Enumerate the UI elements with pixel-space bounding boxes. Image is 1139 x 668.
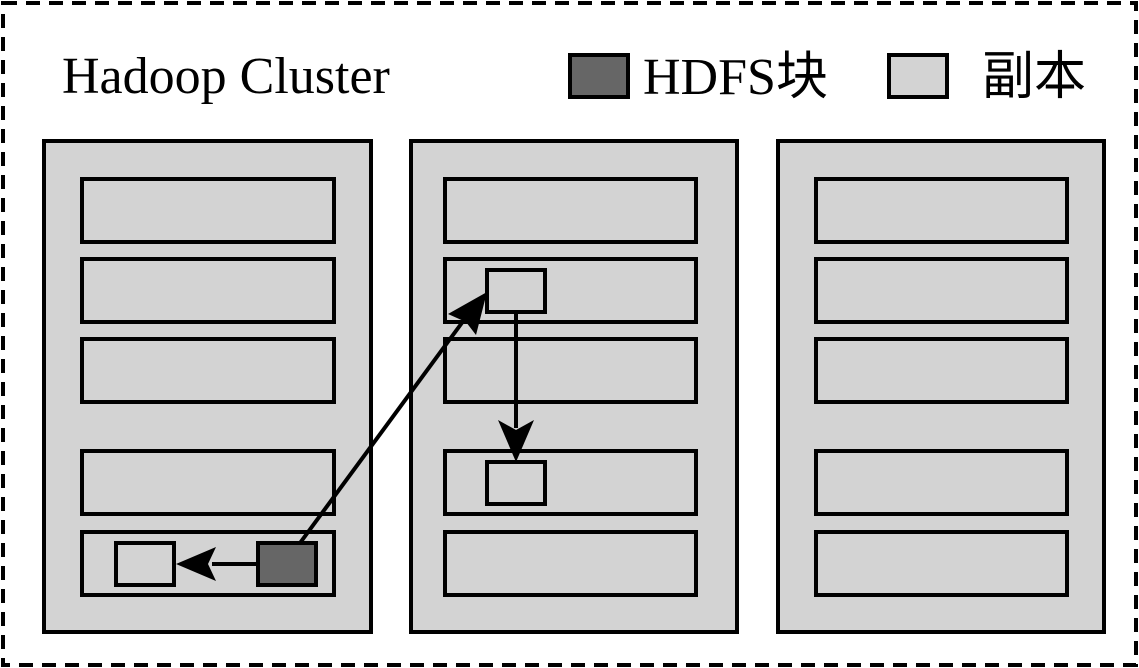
rack-2-node-2 (443, 257, 698, 324)
arrow-block-to-rack-2-replica (298, 318, 466, 545)
rack-2-node-4 (443, 449, 698, 516)
replica-rack-2-node-2 (485, 268, 547, 314)
rack-2 (409, 139, 739, 634)
rack-3-node-3 (814, 337, 1069, 404)
rack-1-node-4 (80, 449, 336, 516)
arrowhead-local-replica (176, 547, 216, 581)
legend-replica-label: 副本 (982, 49, 1086, 106)
arrowhead-rack-2-replica-down (498, 420, 534, 462)
rack-1-node-2 (80, 257, 336, 324)
legend-hdfs-block-swatch (568, 53, 630, 99)
rack-3 (776, 139, 1106, 634)
rack-3-node-4 (814, 449, 1069, 516)
legend-hdfs-block-label: HDFS块 (643, 49, 828, 106)
rack-3-node-5 (814, 530, 1069, 597)
rack-3-node-1 (814, 177, 1069, 244)
legend-replica-swatch (887, 53, 949, 99)
cluster-title: Hadoop Cluster (62, 48, 390, 105)
arrowhead-rack-2-replica (448, 292, 487, 335)
rack-2-node-5 (443, 530, 698, 597)
rack-1-node-1 (80, 177, 336, 244)
replication-arrows (176, 292, 534, 581)
hdfs-block (256, 541, 318, 587)
rack-2-node-1 (443, 177, 698, 244)
rack-2-node-3 (443, 337, 698, 404)
replica-rack-2-node-4 (485, 460, 547, 506)
legend: HDFS块 副本 (568, 49, 1086, 106)
rack-3-node-2 (814, 257, 1069, 324)
replica-rack-1-node-5 (114, 541, 176, 587)
rack-1-node-3 (80, 337, 336, 404)
